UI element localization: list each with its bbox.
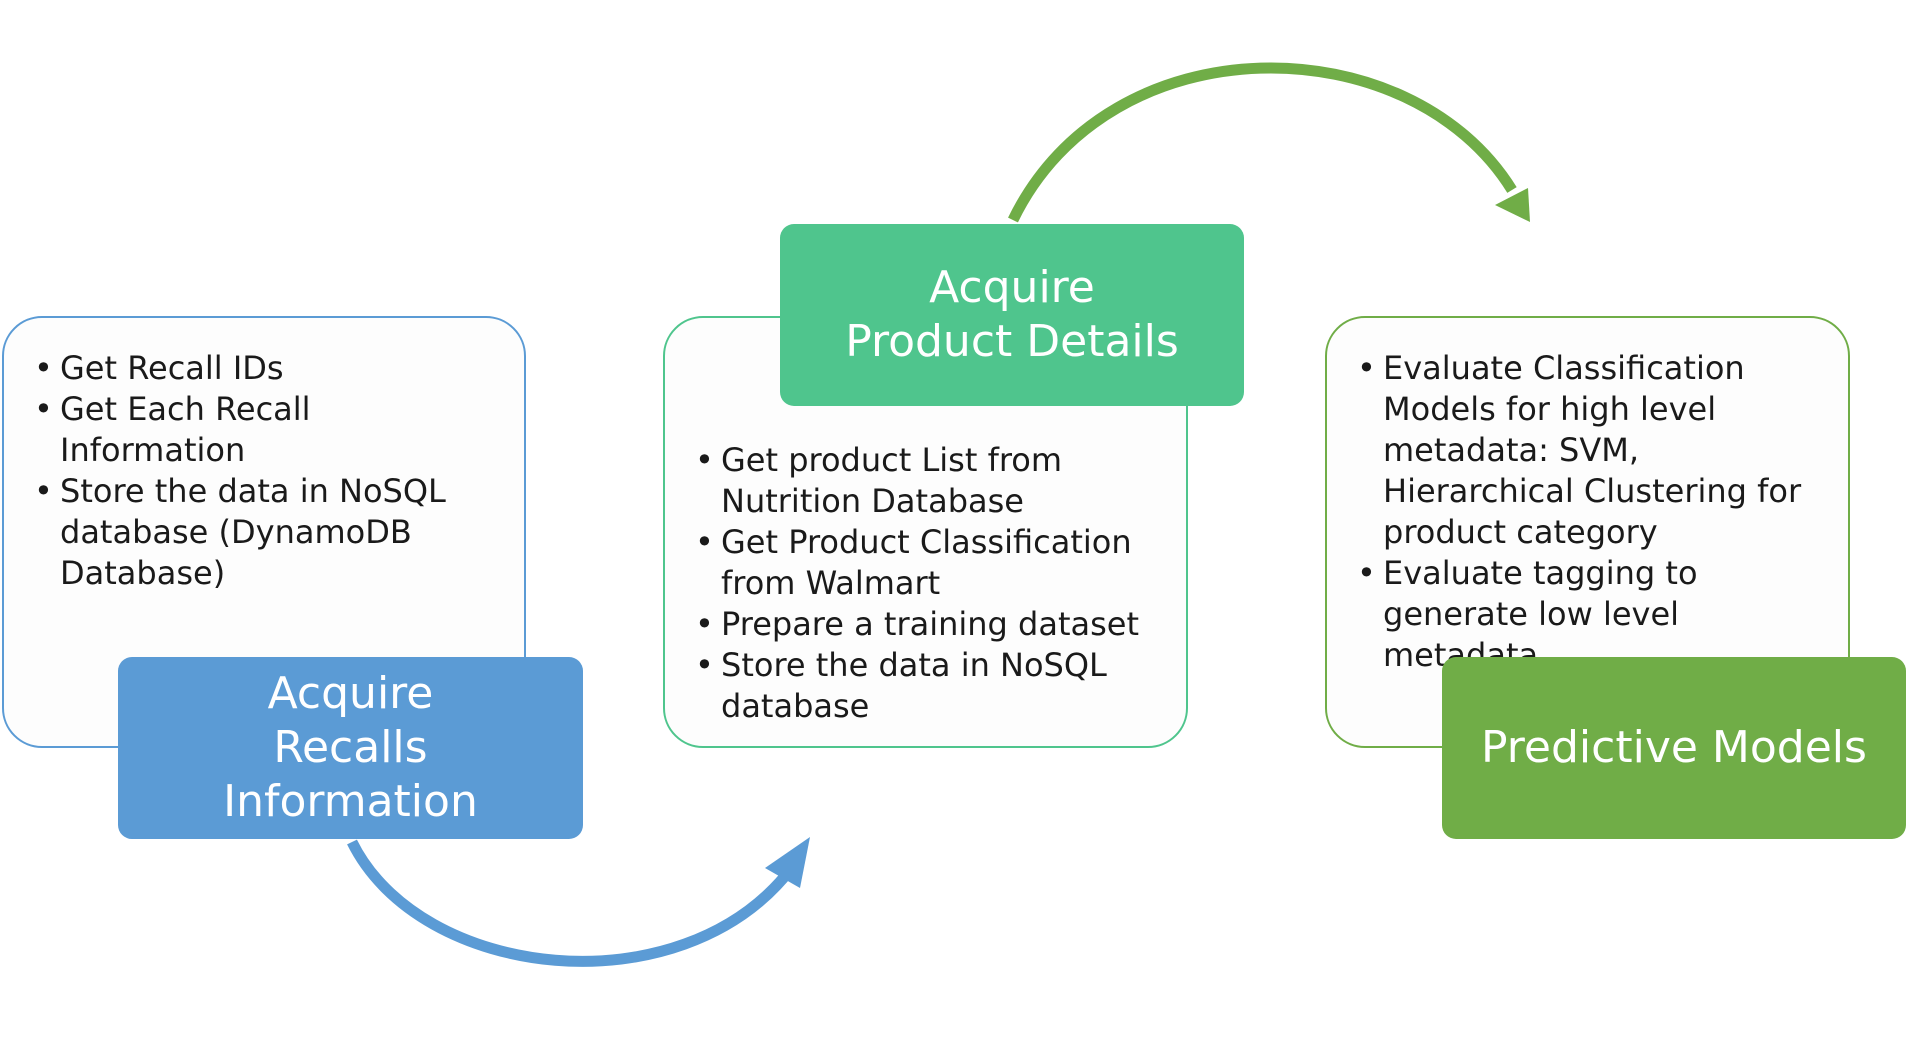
stage-1-title-box: Acquire Recalls Information: [118, 657, 583, 839]
list-item: Evaluate Classification Models for high …: [1357, 348, 1829, 553]
list-item: Get Recall IDs: [34, 348, 504, 389]
stage-3-title: Predictive Models: [1481, 722, 1867, 773]
list-item: Evaluate tagging to generate low level m…: [1357, 553, 1829, 676]
list-item: Get product List from Nutrition Database: [695, 440, 1165, 522]
list-item: Get Product Classification from Walmart: [695, 522, 1165, 604]
stage-2-title-box: Acquire Product Details: [780, 224, 1244, 406]
list-item: Store the data in NoSQL database: [695, 645, 1165, 727]
list-item: Prepare a training dataset: [695, 604, 1165, 645]
list-item: Store the data in NoSQL database (Dynamo…: [34, 471, 504, 594]
curved-arrow-icon: [1008, 62, 1530, 223]
curved-arrow-icon: [347, 837, 810, 967]
stage-2-list: Get product List from Nutrition Database…: [695, 440, 1165, 727]
stage-3-title-box: Predictive Models: [1442, 657, 1906, 839]
stage-3-list: Evaluate Classification Models for high …: [1357, 348, 1829, 676]
list-item: Get Each Recall Information: [34, 389, 504, 471]
stage-1-list: Get Recall IDs Get Each Recall Informati…: [34, 348, 504, 594]
stage-2-title: Acquire Product Details: [845, 262, 1179, 367]
stage-1-title: Acquire Recalls Information: [223, 668, 478, 827]
